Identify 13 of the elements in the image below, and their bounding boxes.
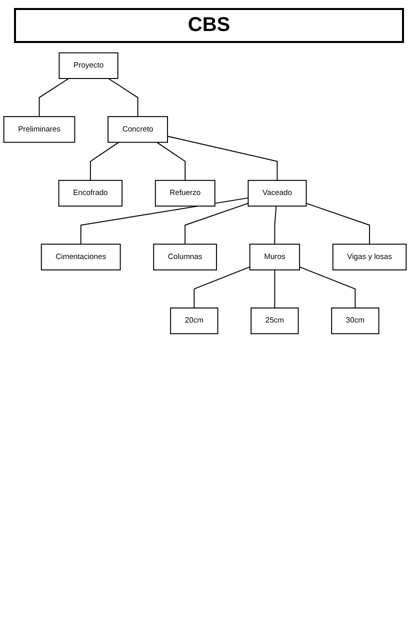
- connector: [299, 266, 356, 308]
- connector: [108, 78, 138, 118]
- title-bar: CBS: [14, 8, 404, 43]
- connector: [156, 142, 186, 181]
- connector: [274, 269, 276, 308]
- connector: [167, 136, 278, 181]
- connector: [194, 266, 250, 308]
- connector: [306, 202, 370, 245]
- connector: [38, 78, 70, 118]
- connector: [80, 198, 249, 245]
- connector: [90, 142, 120, 181]
- connector: [274, 206, 277, 245]
- connector: [184, 202, 249, 245]
